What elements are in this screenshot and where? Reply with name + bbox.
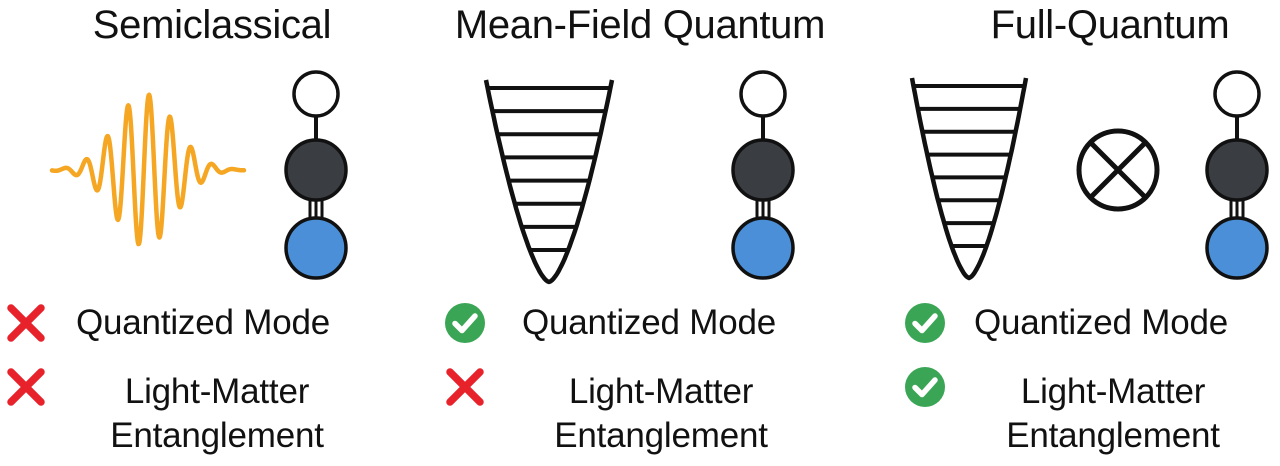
feature-label-line: Light-Matter — [568, 372, 754, 411]
feature-quantized-mode-semiclassical: Quantized Mode — [76, 303, 331, 342]
feature-entanglement-semiclassical: Light-Matter Entanglement — [92, 370, 342, 458]
harmonic-well-icon-1 — [483, 79, 615, 285]
feature-entanglement-full-quantum: Light-Matter Entanglement — [988, 370, 1238, 458]
panel-title-semiclassical: Semiclassical — [92, 3, 332, 47]
green-check-icon — [905, 367, 945, 407]
feature-entanglement-mean-field: Light-Matter Entanglement — [536, 370, 786, 458]
light-wave-icon — [49, 92, 247, 247]
feature-label-line: Entanglement — [554, 416, 768, 455]
green-check-icon — [445, 303, 485, 343]
feature-quantized-mode-full-quantum: Quantized Mode — [974, 303, 1229, 342]
feature-label-line: Entanglement — [110, 416, 324, 455]
feature-quantized-mode-mean-field: Quantized Mode — [522, 303, 777, 342]
molecule-icon-3 — [1205, 70, 1269, 280]
feature-label-line: Entanglement — [1006, 416, 1220, 455]
panel-title-mean-field-quantum: Mean-Field Quantum — [454, 3, 826, 47]
red-cross-icon — [7, 368, 45, 406]
green-check-icon — [905, 303, 945, 343]
tensor-product-icon — [1076, 128, 1160, 212]
red-cross-icon — [446, 368, 484, 406]
harmonic-well-icon-2 — [909, 77, 1029, 281]
red-cross-icon — [7, 304, 45, 342]
molecule-icon-2 — [731, 70, 795, 280]
molecule-icon-1 — [284, 70, 348, 280]
illustrations — [49, 70, 1269, 285]
feature-label-line: Light-Matter — [1020, 372, 1206, 411]
feature-label-line: Light-Matter — [124, 372, 310, 411]
panel-title-full-quantum: Full-Quantum — [990, 3, 1230, 47]
